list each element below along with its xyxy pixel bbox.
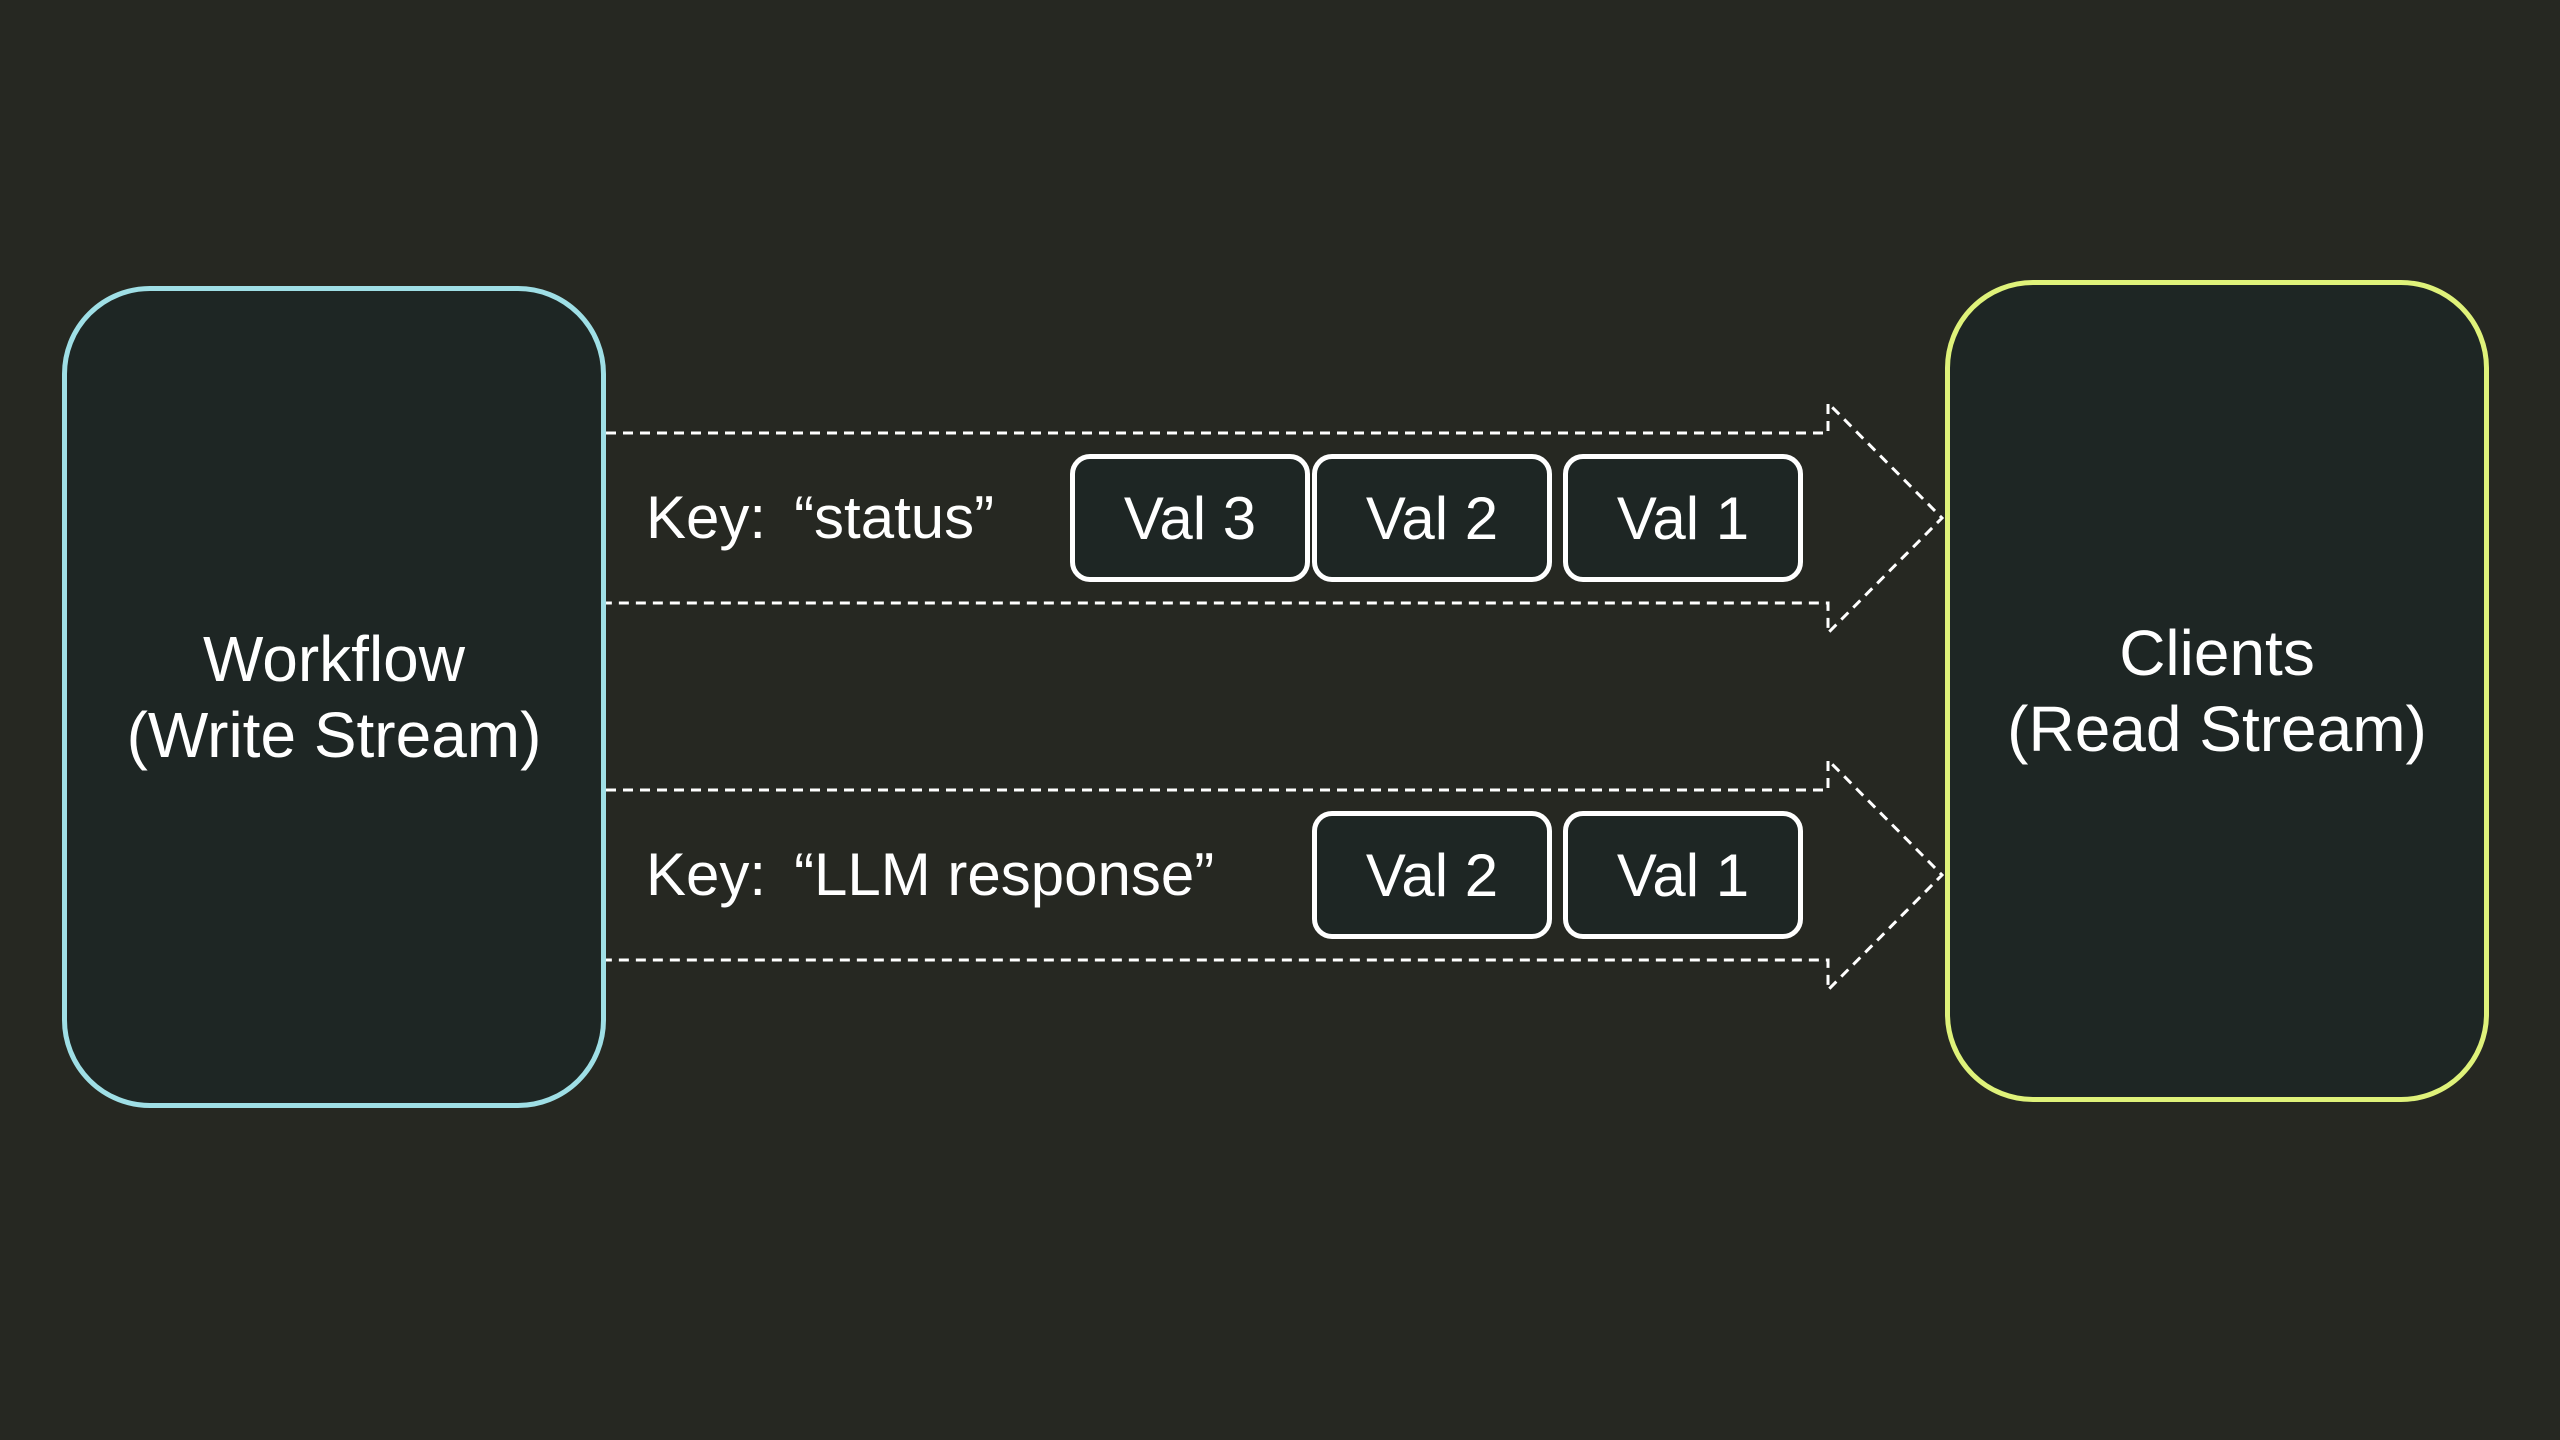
- stream-key-label-status: Key: “status”: [646, 483, 994, 553]
- stream-value-box: Val 2: [1312, 811, 1552, 939]
- clients-label: Clients (Read Stream): [2007, 615, 2427, 767]
- clients-node: Clients (Read Stream): [1945, 280, 2489, 1102]
- key-prefix: Key:: [646, 484, 767, 551]
- clients-subtitle: (Read Stream): [2007, 693, 2427, 765]
- workflow-label: Workflow (Write Stream): [127, 621, 542, 773]
- workflow-node: Workflow (Write Stream): [62, 286, 606, 1108]
- stream-value-box: Val 1: [1563, 454, 1803, 582]
- workflow-subtitle: (Write Stream): [126, 699, 542, 771]
- stream-value-box: Val 1: [1563, 811, 1803, 939]
- key-prefix: Key:: [646, 841, 767, 908]
- key-name: “LLM response”: [794, 841, 1215, 908]
- stream-value-box: Val 2: [1312, 454, 1552, 582]
- stream-arrow-llm-response: [606, 756, 1945, 994]
- workflow-title: Workflow: [203, 623, 465, 695]
- stream-arrow-status: [606, 399, 1945, 637]
- clients-title: Clients: [2119, 617, 2315, 689]
- stream-value-box: Val 3: [1070, 454, 1310, 582]
- key-name: “status”: [794, 484, 995, 551]
- stream-key-label-llm-response: Key: “LLM response”: [646, 840, 1214, 910]
